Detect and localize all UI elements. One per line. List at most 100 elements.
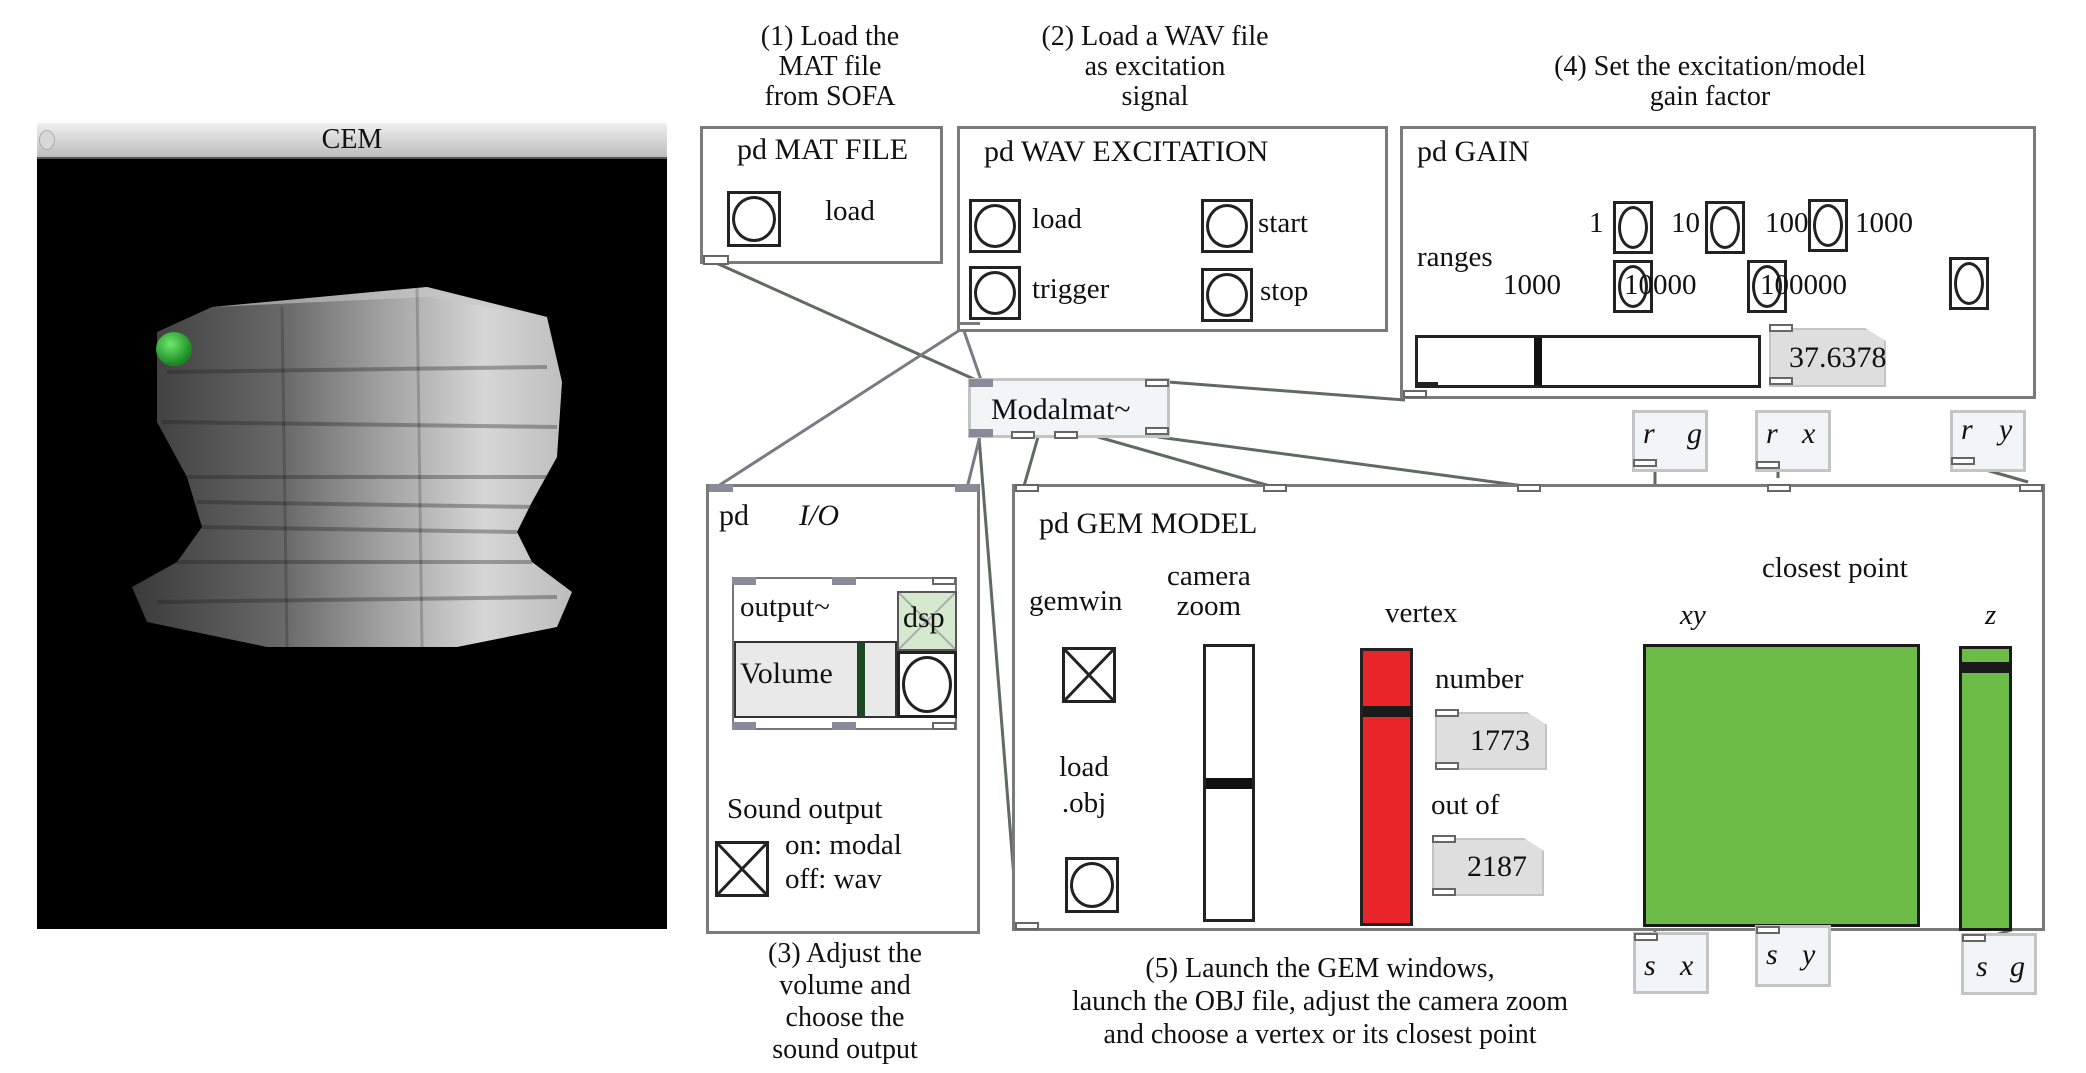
modalmat-outlet-3 [1145, 427, 1169, 435]
wav-load-bang-button[interactable] [969, 199, 1021, 253]
output-inlet-right [932, 577, 956, 585]
sound-output-on-label: on: modal [785, 829, 902, 861]
caption-line: sound output [772, 1034, 918, 1065]
vertex-slider-knob[interactable] [1363, 705, 1412, 717]
window-titlebar[interactable]: CEM [37, 123, 667, 159]
range-100000-bang-button[interactable] [1949, 257, 1989, 310]
range-100-bang-button[interactable] [1808, 199, 1848, 252]
closest-point-label: closest point [1762, 552, 1908, 584]
vertex-out-of-label: out of [1431, 789, 1500, 821]
z-slider-knob[interactable] [1962, 662, 2011, 674]
wav-excitation-title: pd WAV EXCITATION [984, 135, 1269, 168]
range-1-bang-button[interactable] [1613, 201, 1653, 254]
gain-title: pd GAIN [1417, 135, 1530, 168]
output-inlet-left [732, 577, 756, 585]
io-title-pd: pd [719, 499, 749, 532]
window-close-icon[interactable] [39, 130, 55, 150]
wav-stop-bang-button[interactable] [1201, 268, 1253, 322]
object-outlet [1633, 459, 1657, 467]
send-g-object[interactable]: s g [1961, 933, 2037, 995]
object-arg: y [1999, 413, 2013, 446]
object-outlet [1756, 461, 1780, 469]
volume-slider[interactable]: Volume [734, 641, 897, 718]
caption-line: and choose a vertex or its closest point [1103, 1019, 1537, 1050]
gem-model-subpatch[interactable]: pd GEM MODEL gemwin load .obj camera zoo… [1012, 484, 2045, 931]
vertex-vslider[interactable] [1360, 648, 1413, 926]
object-class: r [1961, 413, 1973, 446]
dsp-label: dsp [903, 601, 945, 634]
range-10000-bang-button[interactable] [1747, 260, 1787, 313]
caption-line: (3) Adjust the [768, 938, 922, 969]
wav-start-bang-button[interactable] [1201, 199, 1253, 253]
object-class: s [1976, 950, 1988, 983]
gem-outlet-1 [1015, 922, 1039, 930]
mat-load-bang-button[interactable] [727, 191, 781, 247]
object-arg: x [1802, 417, 1816, 450]
range-10-bang-button[interactable] [1705, 201, 1745, 254]
dsp-toggle[interactable]: dsp [897, 591, 957, 651]
output-outlet-left [732, 722, 756, 730]
modalmat-object[interactable]: Modalmat~ [968, 378, 1170, 439]
volume-slider-knob[interactable] [857, 643, 865, 716]
camera-zoom-label: camera zoom [1167, 561, 1251, 621]
gem-model-title: pd GEM MODEL [1039, 507, 1258, 540]
closest-point-xy-grid[interactable] [1643, 644, 1920, 927]
mat-file-subpatch[interactable]: pd MAT FILE load [700, 126, 943, 265]
receive-y-object[interactable]: r y [1950, 410, 2026, 472]
object-class: r [1643, 417, 1655, 450]
slider-baseline [1418, 382, 1438, 385]
object-arg: x [1680, 949, 1694, 982]
io-inlet-left [709, 484, 733, 492]
wav-start-label: start [1258, 207, 1308, 239]
gemwin-toggle[interactable] [1062, 647, 1116, 703]
gem-inlet-5 [2019, 484, 2043, 492]
range-1000-bang-button[interactable] [1613, 260, 1653, 313]
sound-output-toggle[interactable] [715, 841, 769, 897]
sound-output-off-label: off: wav [785, 863, 882, 895]
dsp-toggle-x-icon [899, 593, 955, 649]
range-label-10: 10 [1671, 207, 1700, 239]
gain-hslider[interactable] [1415, 335, 1761, 388]
send-x-object[interactable]: s x [1633, 932, 1709, 994]
vertex-total-box[interactable]: 2187 [1432, 838, 1544, 896]
closest-point-z-vslider[interactable] [1959, 646, 2012, 931]
vertex-number-outlet [1435, 762, 1459, 770]
receive-g-object[interactable]: r g [1632, 410, 1708, 472]
dsp-bang-button[interactable] [897, 651, 957, 718]
gem-inlet-3 [1517, 484, 1541, 492]
xy-label: xy [1680, 599, 1706, 631]
3d-model-viewport[interactable] [37, 157, 667, 929]
receive-x-object[interactable]: r x [1755, 410, 1831, 472]
caption-line: gain factor [1649, 81, 1771, 112]
toggle-x-icon [1063, 648, 1115, 702]
range-label-100000: 100000 [1760, 269, 1847, 301]
camera-zoom-label-line: camera [1167, 560, 1251, 592]
object-inlet [1756, 926, 1780, 934]
range-label-1000: 1000 [1503, 269, 1561, 301]
vertex-total-outlet [1432, 888, 1456, 896]
modalmat-outlet-1 [1011, 431, 1035, 439]
modalmat-inlet-right [1145, 379, 1169, 387]
camera-zoom-knob[interactable] [1206, 777, 1252, 789]
range-label-1000-top: 1000 [1855, 207, 1913, 239]
gain-slider-knob[interactable] [1534, 338, 1543, 385]
range-label-1: 1 [1589, 207, 1604, 239]
modalmat-outlet-2 [1054, 431, 1078, 439]
toggle-x-icon [716, 842, 768, 896]
mat-load-label: load [825, 195, 875, 227]
wav-trigger-bang-button[interactable] [969, 266, 1021, 320]
load-obj-bang-button[interactable] [1065, 857, 1119, 913]
gain-subpatch[interactable]: pd GAIN ranges 1 10 100 1000 1000 10000 … [1400, 126, 2036, 399]
caption-line: (2) Load a WAV file [1041, 21, 1269, 52]
gemwin-label: gemwin [1029, 585, 1123, 617]
range-label-10000: 10000 [1624, 269, 1697, 301]
wav-excitation-subpatch[interactable]: pd WAV EXCITATION load trigger start sto… [957, 126, 1388, 332]
vertex-number-box[interactable]: 1773 [1435, 712, 1547, 770]
vertex-label: vertex [1385, 597, 1458, 629]
caption-line: from SOFA [764, 81, 896, 112]
io-subpatch[interactable]: pd I/O output~ dsp Volume Sound output o… [706, 484, 980, 934]
camera-zoom-vslider[interactable] [1203, 644, 1255, 922]
caption-line: volume and [779, 970, 911, 1001]
send-y-object[interactable]: s y [1755, 925, 1831, 987]
caption-line: as excitation [1084, 51, 1226, 82]
